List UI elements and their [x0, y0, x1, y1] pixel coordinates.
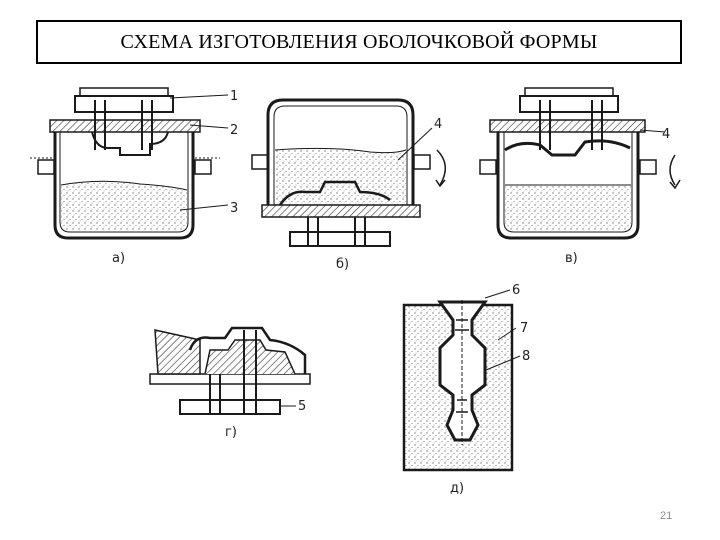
- callout-6: 6: [512, 283, 520, 298]
- callout-4-v: 4: [662, 127, 670, 142]
- panel-label-d: д): [450, 481, 464, 496]
- panel-v: [479, 87, 681, 240]
- sand-a: [61, 181, 187, 231]
- title-frame: СХЕМА ИЗГОТОВЛЕНИЯ ОБОЛОЧКОВОЙ ФОРМЫ: [36, 20, 682, 64]
- sand-v: [505, 185, 631, 231]
- shell-v: [504, 139, 631, 157]
- model-a: [91, 131, 169, 156]
- panel-label-b: б): [336, 257, 349, 272]
- shell-mold-d: [437, 300, 488, 442]
- shell-g: [188, 326, 307, 374]
- callout-numbers: 1 2 3 4 4 5 6 7 8: [230, 89, 670, 414]
- model-plate-v: [489, 119, 646, 133]
- panel-b: [251, 98, 446, 247]
- callout-3: 3: [230, 201, 238, 216]
- callout-1: 1: [230, 89, 238, 104]
- callout-4-b: 4: [434, 117, 442, 132]
- shell-b: [278, 180, 391, 206]
- callout-2: 2: [230, 123, 238, 138]
- panel-a: [30, 87, 229, 240]
- slide-title: СХЕМА ИЗГОТОВЛЕНИЯ ОБОЛОЧКОВОЙ ФОРМЫ: [120, 30, 598, 53]
- panel-labels: а) б) в) г) д): [112, 251, 578, 496]
- panel-label-a: а): [112, 251, 125, 266]
- model-plate-b: [261, 204, 421, 218]
- bunker-a: [53, 130, 195, 240]
- callout-7: 7: [520, 321, 528, 336]
- page-number: 21: [660, 510, 673, 522]
- panel-g: [149, 326, 311, 415]
- bunker-v: [496, 130, 640, 240]
- callout-8: 8: [522, 349, 530, 364]
- panel-d: [402, 289, 521, 472]
- model-plate-a: [49, 119, 201, 133]
- panel-label-v: в): [565, 251, 578, 266]
- panel-label-g: г): [225, 425, 237, 440]
- bunker-b: [266, 98, 415, 205]
- callout-5: 5: [298, 399, 306, 414]
